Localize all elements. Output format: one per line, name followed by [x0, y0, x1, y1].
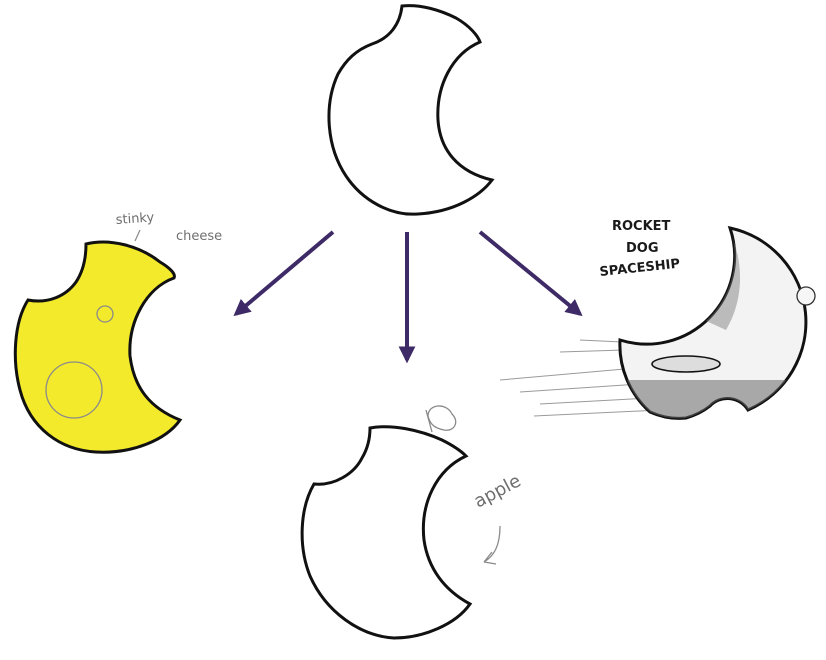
arrow-left	[233, 230, 335, 317]
rocket-spaceship-drawing: ROCKET DOG SPACESHIP	[499, 219, 816, 420]
spaceship-porthole	[796, 286, 816, 306]
rocket-label-2: DOG	[626, 241, 659, 256]
cheese-label-stinky: stinky	[115, 210, 155, 228]
speed-lines	[499, 339, 661, 417]
apple-drawing: apple	[300, 405, 524, 640]
cheese-hole-small	[96, 305, 114, 323]
rocket-label-3: SPACESHIP	[599, 257, 681, 280]
cheese-pointer-line	[134, 229, 141, 242]
cheese-hole-large	[45, 361, 103, 419]
apple-leaf-icon	[425, 405, 457, 433]
arrow-right	[478, 230, 583, 317]
apple-pointer-arrow-icon	[483, 525, 501, 565]
cheese-label-cheese: cheese	[176, 229, 222, 244]
apple-label: apple	[470, 470, 524, 512]
source-bitten-shape	[327, 4, 495, 216]
cheese-drawing: stinky cheese	[13, 210, 222, 454]
spaceship-window	[651, 355, 721, 373]
rocket-label-1: ROCKET	[612, 219, 671, 234]
